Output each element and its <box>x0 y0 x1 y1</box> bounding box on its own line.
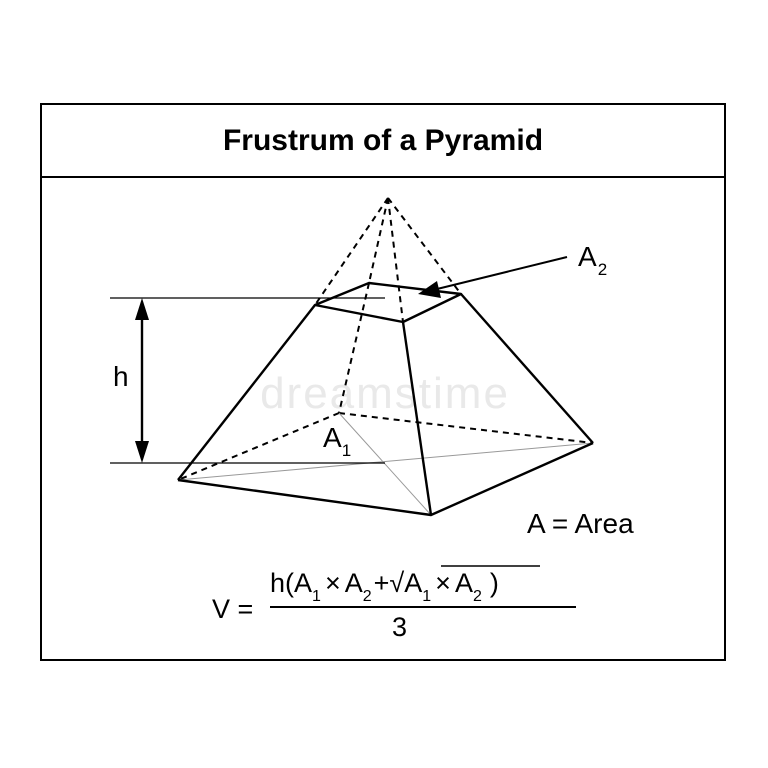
volume-formula: V = h(A1×A2+√A1×A2) 3 <box>212 565 576 642</box>
height-arrow-head-up <box>135 298 149 320</box>
apex-edge-back <box>368 197 389 284</box>
base-diagonal-1 <box>177 442 594 481</box>
base-diagonals <box>177 412 594 516</box>
hidden-edges <box>177 197 594 481</box>
title-bar: Frustrum of a Pyramid <box>42 105 724 178</box>
apex-edge-front <box>387 197 404 323</box>
watermark: dreamstime <box>260 369 510 418</box>
formula-denominator: 3 <box>392 612 407 642</box>
base-diagonal-2 <box>338 412 432 516</box>
top-area-label: A2 <box>578 241 607 279</box>
top-area-pointer <box>418 256 568 298</box>
height-dimension <box>110 297 385 464</box>
lateral-edge-right <box>460 293 594 444</box>
base-back-right-edge <box>338 412 594 444</box>
back-vertical-edge <box>338 282 370 414</box>
height-label: h <box>113 361 129 392</box>
lateral-edge-front <box>401 321 433 516</box>
formula-lhs: V = <box>212 594 253 624</box>
lateral-edge-left <box>177 304 316 481</box>
page-title: Frustrum of a Pyramid <box>222 123 544 157</box>
base-area-label: A1 <box>323 422 351 460</box>
pointer-line <box>432 256 568 291</box>
formula-numerator: h(A1×A2+√A1×A2) <box>270 568 499 605</box>
base-back-left-edge <box>177 412 340 481</box>
visible-edges <box>177 281 594 517</box>
pointer-arrow-head <box>418 281 441 298</box>
height-arrow-head-down <box>135 441 149 463</box>
diagram-card: Frustrum of a Pyramid <box>40 103 726 661</box>
base-front-edges <box>177 441 594 517</box>
apex-edge-right <box>387 197 462 295</box>
area-note: A = Area <box>527 508 634 539</box>
